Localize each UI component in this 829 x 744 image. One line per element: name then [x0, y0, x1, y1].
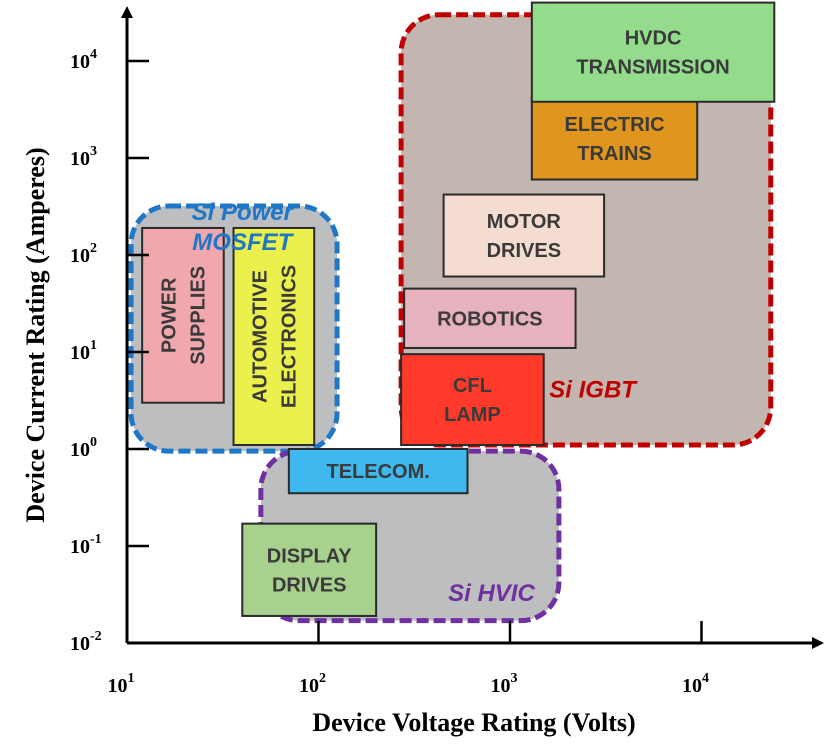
- app-box-cfl-lamp: [400, 353, 545, 446]
- app-box-power-supplies: [141, 226, 225, 404]
- x-tick-label: 102: [299, 671, 326, 697]
- axes-layer: [121, 6, 824, 649]
- region-label-mosfet: Si Power: [192, 199, 295, 226]
- app-label-telecom: TELECOM.: [327, 461, 430, 483]
- y-tick-label: 100: [70, 435, 97, 461]
- app-box-motor-drives: [442, 193, 606, 278]
- region-label-igbt: Si IGBT: [549, 376, 638, 403]
- region-label-hvic: Si HVIC: [448, 580, 535, 607]
- app-box-telecom: [287, 448, 469, 495]
- app-box-display-drives: [241, 522, 378, 617]
- y-axis-title: Device Current Rating (Amperes): [21, 147, 50, 522]
- app-label-robotics: ROBOTICS: [437, 308, 543, 330]
- app-label-electric-trains: ELECTRIC: [565, 114, 665, 136]
- x-tick-label: 104: [682, 671, 709, 697]
- y-tick-label: 103: [70, 144, 97, 170]
- app-label-automotive: AUTOMOTIVE: [249, 270, 271, 403]
- y-tick-label: 104: [70, 47, 97, 73]
- app-label-electric-trains: TRAINS: [577, 143, 651, 165]
- ticks-layer: 101 102 103 104 10-2 10-1 100 101 102 103 104: [70, 47, 709, 697]
- region-label-mosfet: MOSFET: [192, 229, 294, 256]
- applications-layer: POWER SUPPLIES AUTOMOTIVE ELECTRONICS TELECO…: [141, 1, 776, 617]
- app-box-hvdc: [530, 1, 776, 103]
- app-box-electric-trains: [530, 96, 699, 181]
- y-tick-label: 10-1: [70, 532, 102, 558]
- app-label-motor-drives: DRIVES: [487, 240, 561, 262]
- x-tick-label: 103: [491, 671, 518, 697]
- y-tick-label: 102: [70, 241, 97, 267]
- app-box-robotics: [403, 287, 577, 349]
- x-tick-label: 101: [108, 671, 135, 697]
- y-tick-label: 10-2: [70, 629, 102, 655]
- app-label-power-supplies: POWER: [158, 277, 180, 353]
- app-label-hvdc: TRANSMISSION: [576, 57, 729, 79]
- app-label-cfl-lamp: LAMP: [444, 404, 501, 426]
- app-label-group-power-supplies: POWER SUPPLIES: [158, 266, 209, 365]
- x-axis-title: Device Voltage Rating (Volts): [312, 708, 635, 737]
- app-label-motor-drives: MOTOR: [487, 211, 562, 233]
- app-label-hvdc: HVDC: [625, 28, 682, 50]
- app-box-automotive: [232, 226, 316, 446]
- app-label-display-drives: DRIVES: [272, 574, 346, 596]
- app-label-power-supplies: SUPPLIES: [187, 266, 209, 365]
- y-tick-label: 101: [70, 338, 97, 364]
- app-label-group-automotive: AUTOMOTIVE ELECTRONICS: [249, 265, 300, 408]
- app-label-automotive: ELECTRONICS: [278, 265, 300, 408]
- app-label-display-drives: DISPLAY: [267, 545, 353, 567]
- app-label-cfl-lamp: CFL: [453, 375, 492, 397]
